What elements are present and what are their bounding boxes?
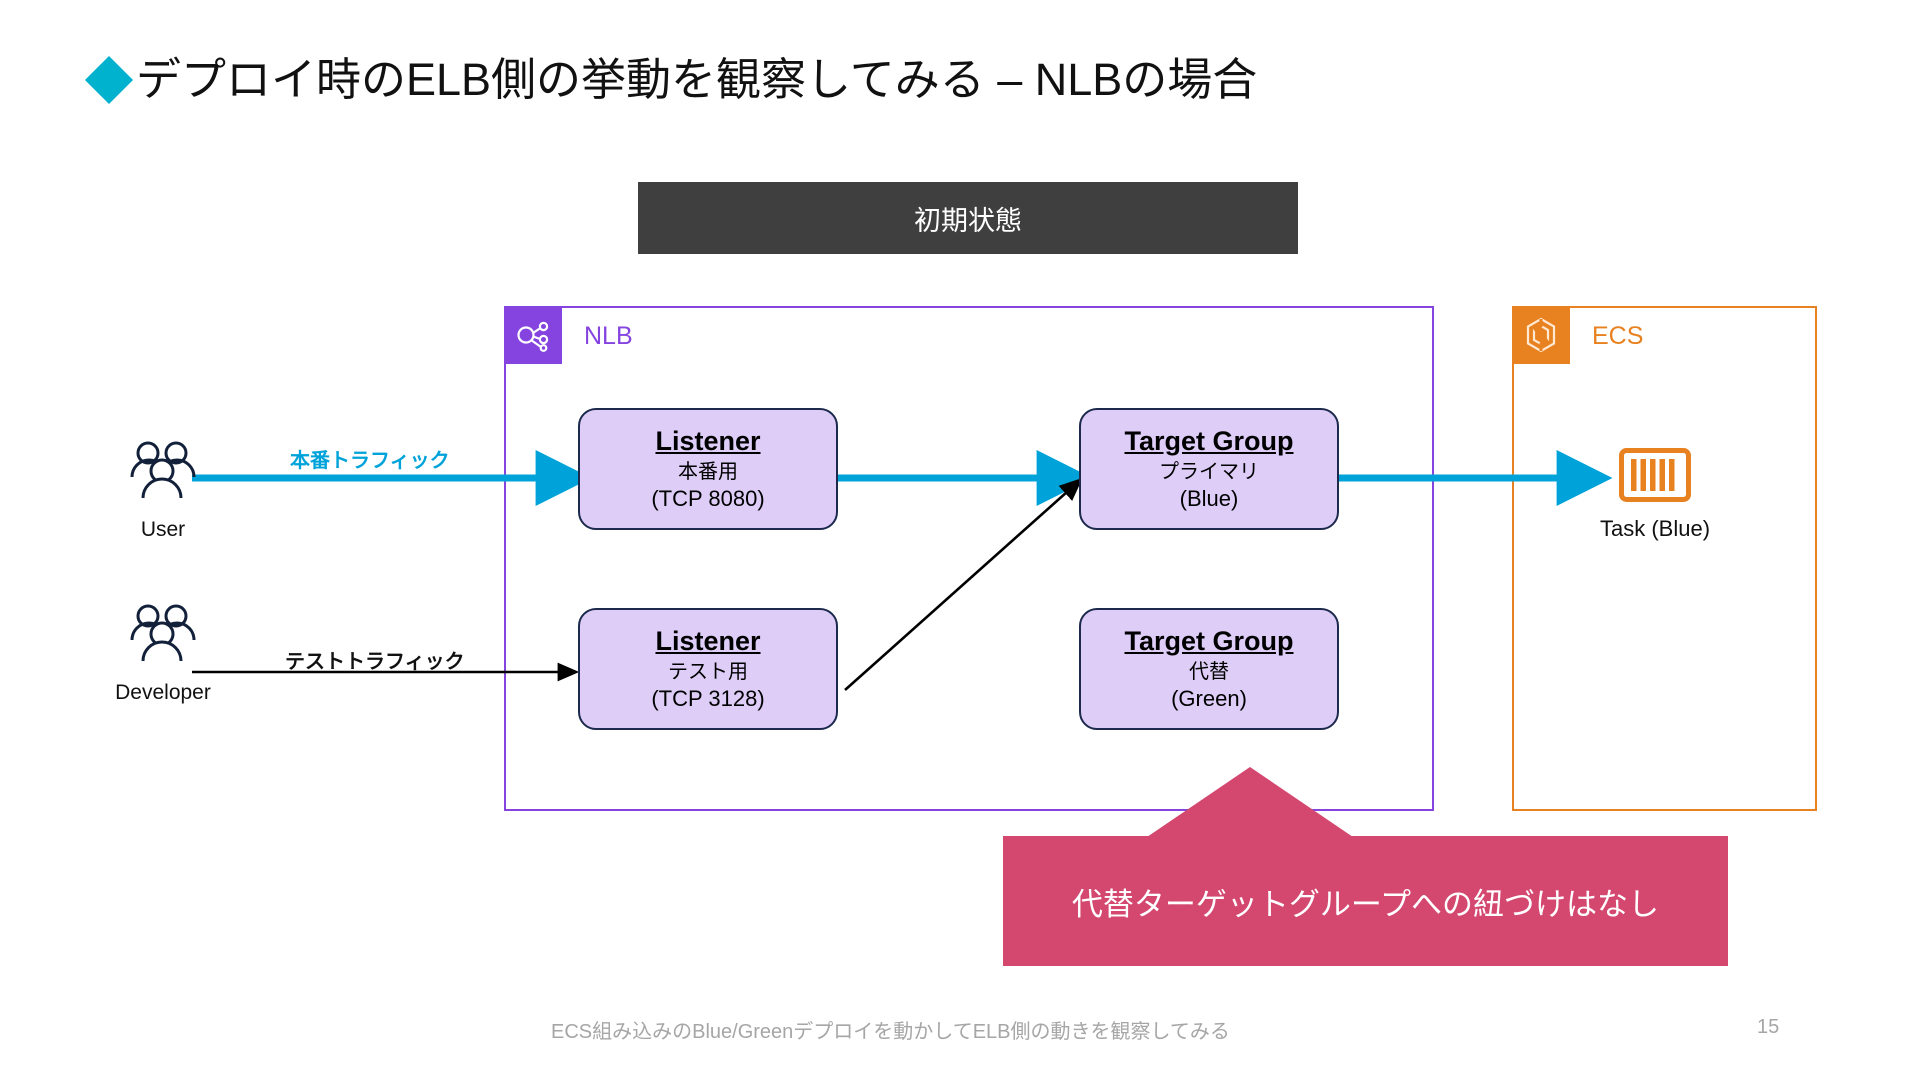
node-subtitle: 本番用 — [678, 460, 738, 483]
node-task-blue[interactable]: Task (Blue) — [1600, 448, 1710, 542]
node-title: Target Group — [1124, 425, 1294, 456]
nlb-container-label: NLB — [584, 322, 633, 350]
node-subtitle: プライマリ — [1159, 460, 1259, 483]
node-title: Listener — [655, 425, 761, 456]
cyan-diamond-icon — [84, 55, 134, 104]
state-banner-label: 初期状態 — [914, 205, 1022, 236]
ecs-container-label: ECS — [1592, 322, 1644, 350]
actor-developer-label: Developer — [115, 681, 211, 704]
node-subtitle: テスト用 — [668, 660, 748, 683]
nlb-container — [504, 306, 1434, 811]
node-port: (TCP 8080) — [651, 485, 765, 511]
callout-banner: 代替ターゲットグループへの紐づけはなし — [1003, 836, 1728, 966]
node-target-group-alternate[interactable]: Target Group 代替 (Green) — [1079, 608, 1339, 730]
node-subtitle: 代替 — [1189, 660, 1229, 683]
node-port: (TCP 3128) — [651, 685, 765, 711]
users-group-icon — [130, 441, 196, 499]
actor-user: User — [98, 440, 228, 542]
actor-user-label: User — [140, 518, 186, 541]
state-banner: 初期状態 — [638, 182, 1298, 254]
users-group-icon — [130, 604, 196, 662]
edge-label-test-traffic: テストトラフィック — [285, 651, 465, 673]
node-title: Target Group — [1124, 625, 1294, 656]
node-task-label: Task (Blue) — [1600, 516, 1711, 541]
ecs-container — [1512, 306, 1817, 811]
node-port: (Green) — [1171, 685, 1247, 711]
page-title-text: デプロイ時のELB側の挙動を観察してみる – NLBの場合 — [136, 54, 1258, 105]
node-listener-prod[interactable]: Listener 本番用 (TCP 8080) — [578, 408, 838, 530]
node-port: (Blue) — [1179, 485, 1239, 511]
callout-arrow-icon — [1147, 767, 1353, 837]
footer-page-number: 15 — [1757, 1016, 1780, 1038]
page-title: デプロイ時のELB側の挙動を観察してみる – NLBの場合 — [84, 54, 1258, 105]
footer-note: ECS組み込みのBlue/Greenデプロイを動かしてELB側の動きを観察してみ… — [551, 1021, 1230, 1043]
callout-banner-text: 代替ターゲットグループへの紐づけはなし — [1071, 886, 1660, 922]
container-task-icon — [1619, 448, 1692, 502]
node-target-group-primary[interactable]: Target Group プライマリ (Blue) — [1079, 408, 1339, 530]
node-title: Listener — [655, 625, 761, 656]
ecs-icon — [1512, 306, 1570, 364]
nlb-icon — [504, 306, 562, 364]
node-listener-test[interactable]: Listener テスト用 (TCP 3128) — [578, 608, 838, 730]
actor-developer: Developer — [78, 603, 248, 705]
edge-label-prod-traffic: 本番トラフィック — [290, 450, 450, 472]
